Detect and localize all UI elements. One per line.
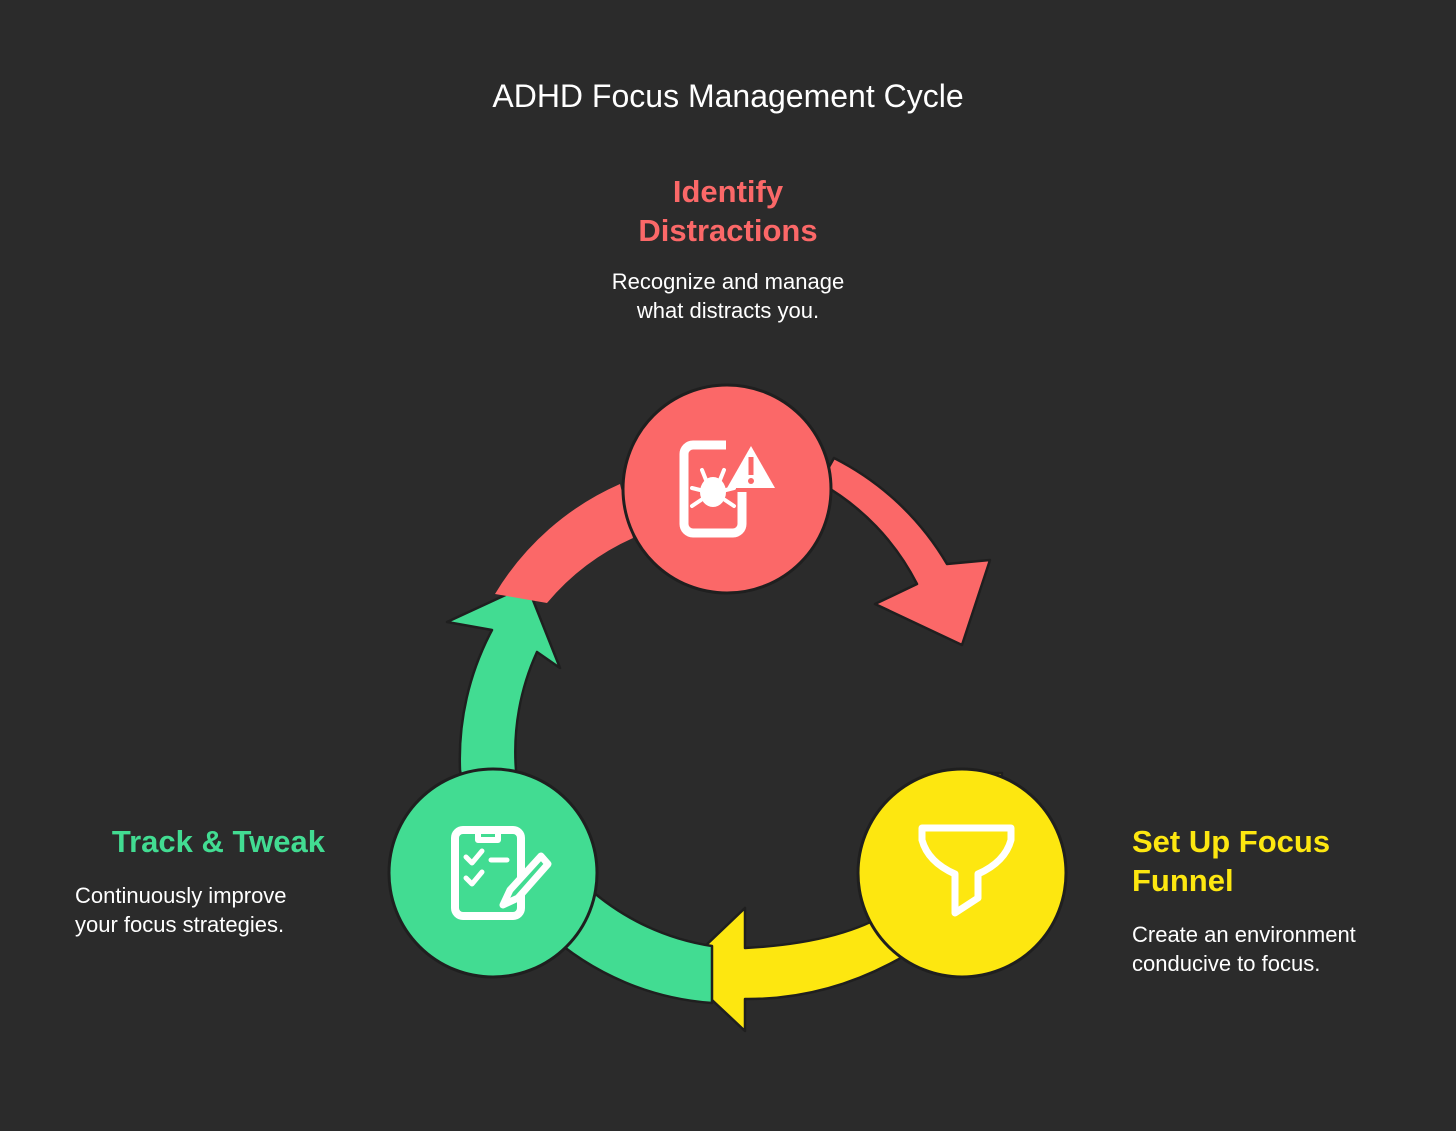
arrow-red (818, 456, 992, 647)
stage-heading: Identify Distractions (638, 174, 818, 248)
circle-setup (856, 767, 1068, 979)
stage-track-text: Track & Tweak Continuously improve your … (60, 822, 325, 939)
circle-track (387, 767, 599, 979)
phone-bug-warning-icon (679, 440, 778, 538)
stage-heading: Track & Tweak (111, 824, 325, 859)
stage-setup-text: Set Up Focus Funnel Create an environmen… (1132, 822, 1432, 978)
stage-identify-text: Identify Distractions Recognize and mana… (528, 172, 928, 325)
funnel-icon (918, 824, 1015, 917)
diagram-title: ADHD Focus Management Cycle (492, 78, 964, 114)
arrow-red-tail (495, 484, 633, 603)
stage-description: Recognize and manage what distracts you. (611, 269, 845, 323)
stage-heading: Set Up Focus Funnel (1132, 824, 1331, 898)
stage-description: Continuously improve your focus strategi… (75, 883, 287, 937)
stage-description: Create an environment conducive to focus… (1132, 922, 1356, 976)
clipboard-checklist-pencil-icon (451, 826, 552, 920)
